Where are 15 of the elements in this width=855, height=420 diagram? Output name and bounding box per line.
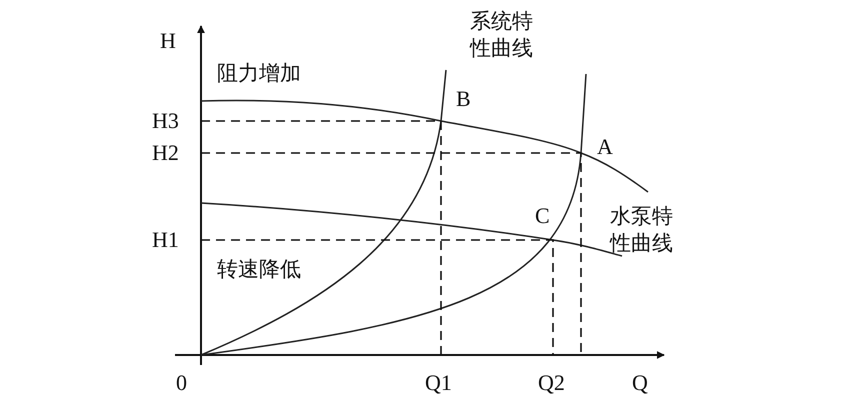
tick-label: 0 (176, 370, 187, 396)
point-label: B (456, 86, 471, 112)
tick-label: H2 (152, 140, 179, 166)
tick-label: H3 (152, 108, 179, 134)
curve-label: 水泵特性曲线 (610, 203, 674, 257)
tick-label: Q1 (425, 370, 452, 396)
annotation: 阻力增加 (217, 60, 301, 87)
axis-label: Q (632, 370, 648, 396)
point-label: A (597, 134, 613, 160)
curve-label: 系统特性曲线 (470, 8, 534, 62)
point-label: C (535, 203, 550, 229)
axis-label: H (160, 28, 176, 54)
tick-label: Q2 (538, 370, 565, 396)
tick-label: H1 (152, 227, 179, 253)
annotation: 转速降低 (217, 256, 301, 283)
